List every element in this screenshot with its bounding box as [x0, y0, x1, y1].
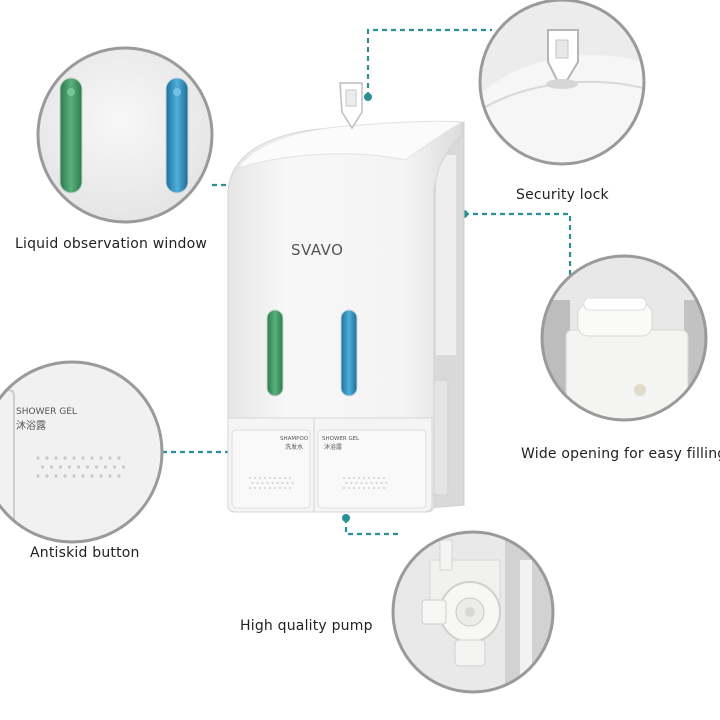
detail-shower-gel-label-cn: 沐浴露 — [16, 419, 46, 432]
shower-gel-label-cn: 沐浴露 — [324, 443, 342, 451]
detail-shower-gel-label: SHOWER GEL — [16, 407, 77, 417]
connector-pump — [344, 518, 398, 536]
shower-gel-label: SHOWER GEL — [322, 436, 360, 442]
dispenser: SVAVO SHAMPOO 洗发水 SHOWER GEL 沐浴露 — [227, 82, 465, 513]
detail-pump — [391, 530, 555, 694]
connector-lock — [366, 28, 492, 97]
callout-wide-opening: Wide opening for easy filling — [521, 446, 720, 462]
detail-antiskid-button: SHOWER GEL 沐浴露 — [0, 360, 164, 544]
antiskid-button-right — [317, 429, 427, 509]
blue-liquid-window — [340, 309, 358, 397]
shampoo-label-cn: 洗发水 — [285, 443, 303, 451]
antiskid-dots-left — [249, 477, 294, 489]
detail-wide-opening — [540, 254, 708, 422]
dot-lock — [364, 93, 372, 101]
shampoo-label: SHAMPOO — [280, 436, 309, 442]
callout-security-lock: Security lock — [516, 187, 609, 203]
callout-pump: High quality pump — [240, 618, 373, 634]
detail-security-lock — [478, 0, 646, 166]
brand-logo: SVAVO — [291, 241, 343, 259]
callout-liquid-window: Liquid observation window — [15, 236, 208, 252]
green-liquid-window — [266, 309, 284, 397]
lock-key — [339, 82, 363, 130]
detail-liquid-window — [36, 46, 214, 224]
antiskid-dots-right — [343, 477, 388, 489]
callout-antiskid-button: Antiskid button — [30, 545, 140, 561]
connector-opening — [464, 212, 572, 280]
dot-pump — [342, 514, 350, 522]
